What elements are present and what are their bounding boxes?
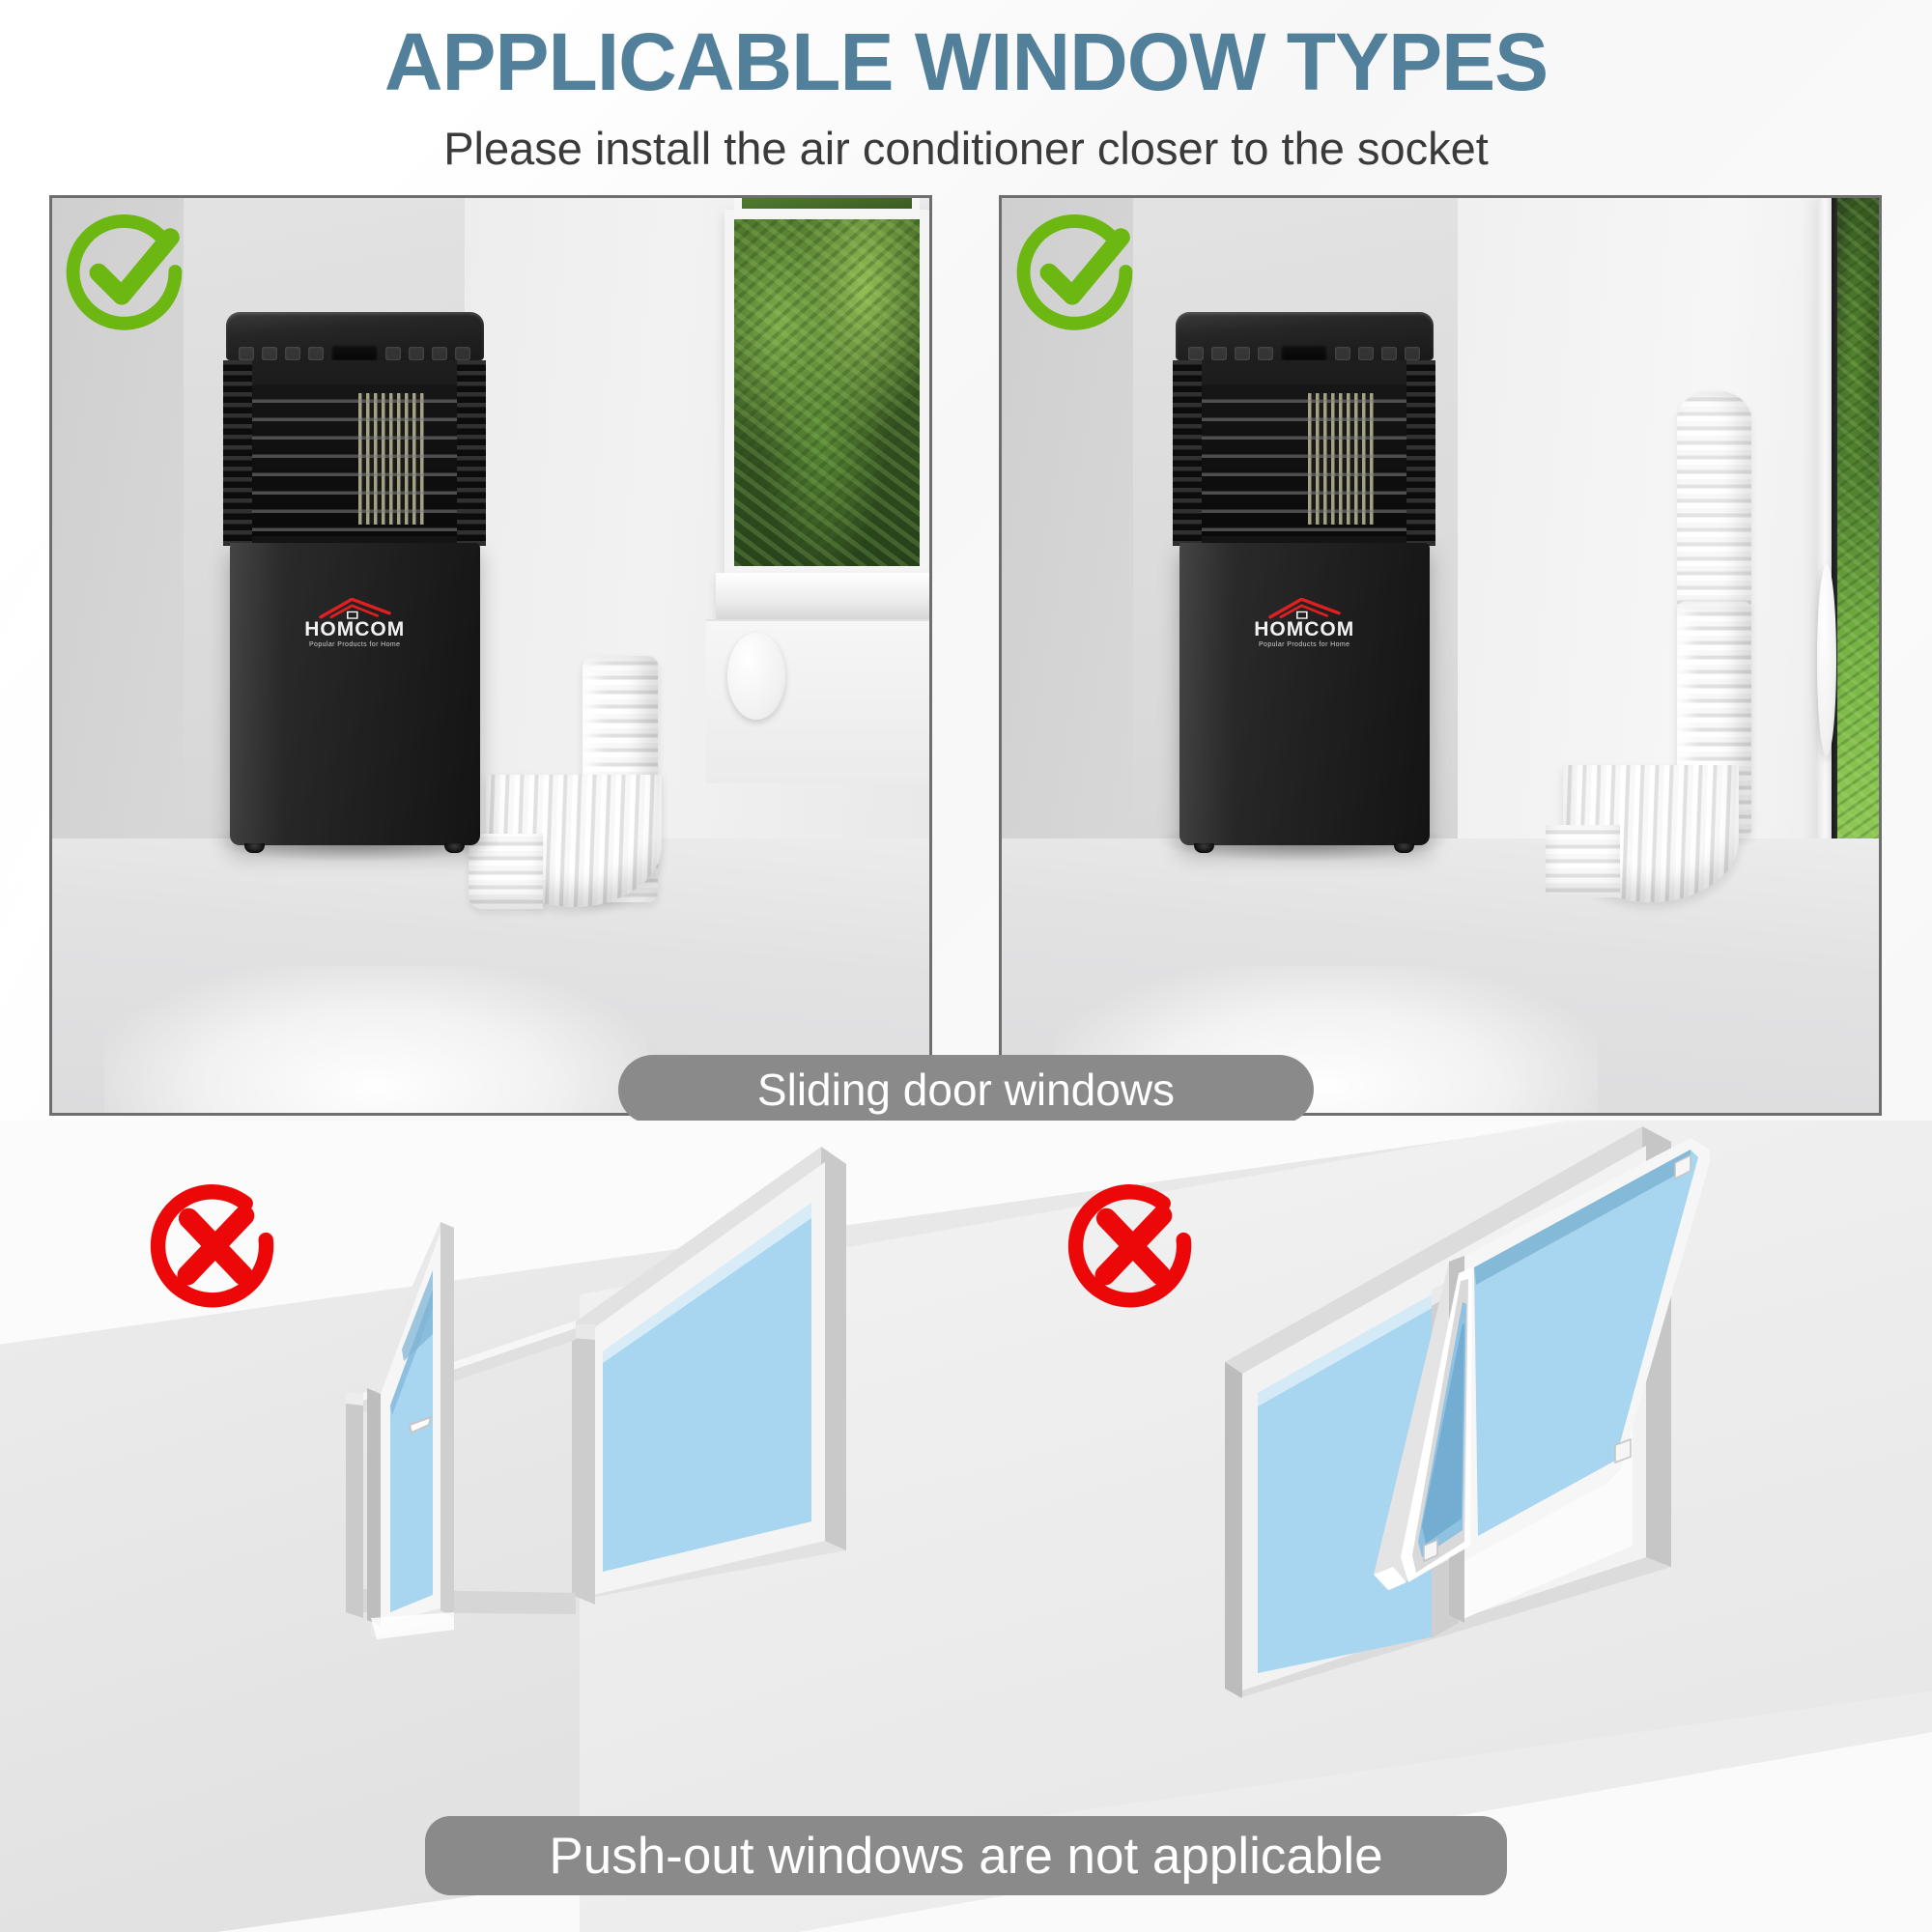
ac-button-power[interactable] [239,346,255,360]
portable-air-conditioner-right: HOMCOM Popular Products for Home [1159,312,1450,862]
ac-button-power[interactable] [1188,346,1205,360]
ac-front-grille [223,359,487,547]
diagram-push-out-top-hung-window [1169,1121,1826,1797]
ac-cabinet-highlight [1179,543,1235,846]
ac-caster-right [444,842,466,853]
ac-button-fan[interactable] [285,346,301,360]
ac-button-down[interactable] [409,346,425,360]
ac-button-swing[interactable] [455,346,471,360]
window-frame-left-panel [724,198,929,577]
window-sill [715,573,929,619]
brand-name: HOMCOM [304,618,406,641]
ac-grille-right-fins [457,359,487,547]
brand-logo: HOMCOM Popular Products for Home [1244,598,1364,649]
floor-light-glow [104,966,649,1113]
caption-sliding-door-windows: Sliding door windows [618,1055,1314,1124]
red-cross-icon [147,1180,282,1316]
ac-button-down[interactable] [1358,346,1375,360]
photo-panel-casement-window: HOMCOM Popular Products for Home [49,195,932,1116]
ac-button-sleep[interactable] [432,346,448,360]
window-transom-glass [734,198,920,216]
ac-button-timer[interactable] [308,346,325,360]
ac-button-mode[interactable] [1211,346,1228,360]
portable-air-conditioner-left: HOMCOM Popular Products for Home [210,312,500,862]
ac-grille-right-fins [1406,359,1436,547]
ac-button-fan[interactable] [1235,346,1251,360]
ac-cabinet-highlight [229,543,285,846]
ac-air-outlet [252,384,458,537]
ac-grille-left-fins [223,359,252,547]
ac-control-panel[interactable] [1188,345,1421,361]
brand-tagline: Popular Products for Home [1258,641,1350,649]
page-title: APPLICABLE WINDOW TYPES [384,16,1548,107]
caption-push-out-windows: Push-out windows are not applicable [425,1816,1507,1895]
brand-name: HOMCOM [1254,618,1355,641]
ac-button-mode[interactable] [262,346,278,360]
header: APPLICABLE WINDOW TYPES Please install t… [0,0,1932,193]
diagram-push-out-casement-window [309,1135,889,1753]
window-black-frame [1832,198,1839,1004]
exhaust-hose-upper-bend [1677,389,1752,611]
window-adapter-plate [1816,563,1836,756]
ac-caster-left [1194,842,1215,853]
ac-display [1281,345,1328,361]
red-cross-icon [1065,1180,1200,1316]
brand-tagline: Popular Products for Home [308,641,401,649]
window-wall-left-panel [464,198,929,1113]
ac-control-panel[interactable] [239,345,471,361]
ac-button-swing[interactable] [1405,346,1421,360]
ac-cabinet: HOMCOM Popular Products for Home [229,543,480,853]
ac-button-up[interactable] [1335,346,1351,360]
green-check-icon [66,211,187,332]
ac-button-sleep[interactable] [1381,346,1398,360]
exhaust-hose-inlet [1545,824,1621,898]
homcom-roof-icon [1267,598,1342,619]
window-adapter-plate [726,632,785,720]
ac-grille-left-fins [1173,359,1202,547]
ac-display [331,345,379,361]
exhaust-hose-inlet [469,834,544,909]
ac-button-timer[interactable] [1258,346,1274,360]
homcom-roof-icon [318,598,392,619]
ac-cabinet: HOMCOM Popular Products for Home [1179,543,1430,853]
page-subtitle: Please install the air conditioner close… [443,123,1489,174]
ac-louver-slats [252,384,458,537]
ac-caster-right [1394,842,1415,853]
brand-logo: HOMCOM Popular Products for Home [295,598,414,649]
ac-front-grille [1173,359,1436,547]
green-check-icon [1016,211,1138,332]
ac-button-up[interactable] [385,346,402,360]
photo-panel-sliding-door-window: HOMCOM Popular Products for Home [999,195,1882,1116]
ac-louver-slats [1202,384,1407,537]
ac-caster-left [244,842,266,853]
ac-air-outlet [1202,384,1407,537]
window-glass-foliage-view [734,219,920,567]
